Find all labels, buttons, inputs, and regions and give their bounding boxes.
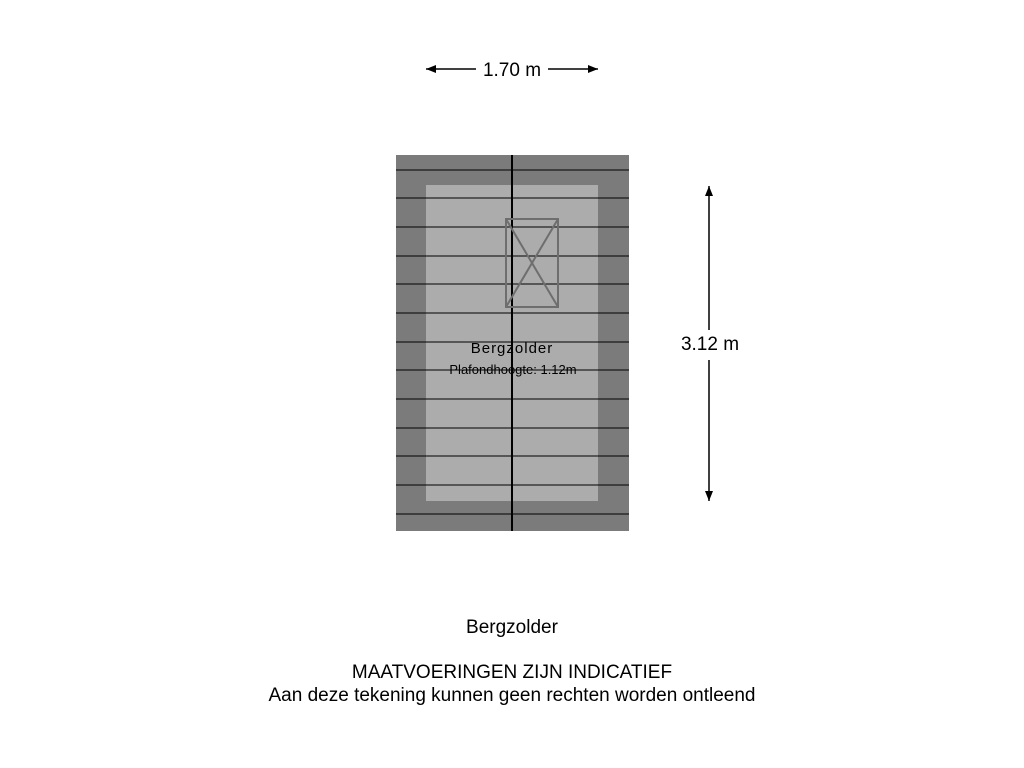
height-dimension: 3.12 m: [681, 186, 739, 501]
width-label: 1.70 m: [483, 60, 541, 81]
height-label: 3.12 m: [681, 334, 739, 355]
room-ceiling-height: Plafondhoogte: 1.12m: [449, 362, 576, 377]
disclaimer-heading: MAATVOERINGEN ZIJN INDICATIEF: [351, 662, 673, 683]
width-dimension: 1.70 m: [426, 60, 598, 81]
attic-room: Bergzolder Plafondhoogte: 1.12m: [396, 155, 629, 531]
attic-hatch: [505, 218, 559, 308]
room-name: Bergzolder: [471, 340, 554, 357]
hatch-cross: [505, 218, 559, 308]
hatch-frame: [505, 218, 559, 308]
floor-title: Bergzolder: [466, 617, 558, 638]
disclaimer-text: Aan deze tekening kunnen geen rechten wo…: [268, 685, 756, 706]
